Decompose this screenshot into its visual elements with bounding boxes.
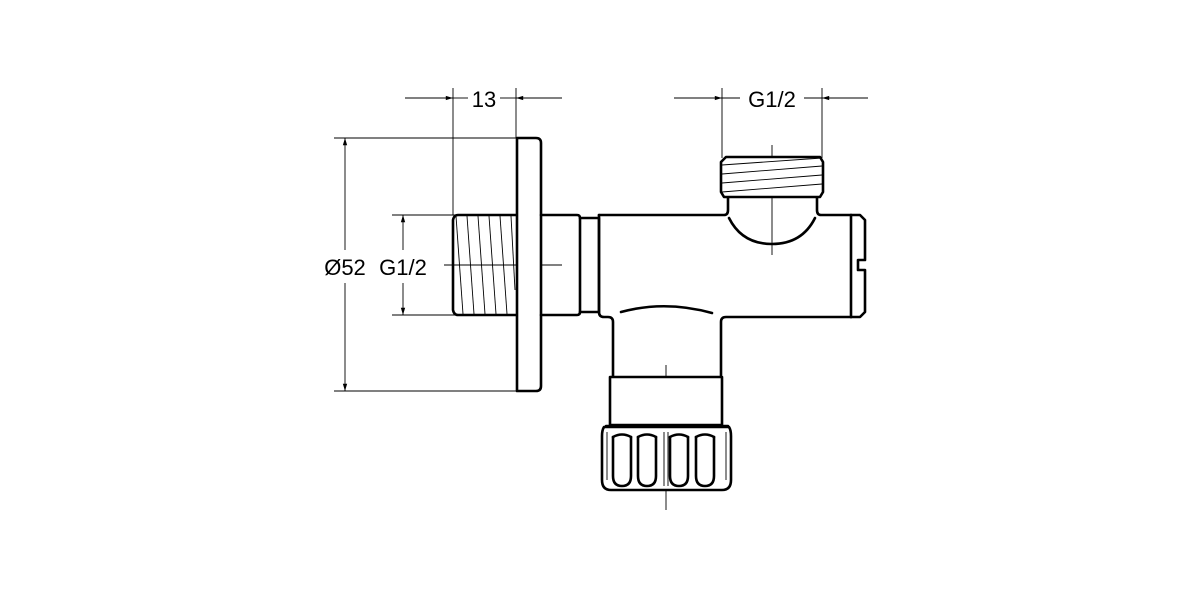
dim-label-inlet-g12: G1/2 — [379, 255, 427, 280]
dimension-13: 13 — [405, 87, 562, 215]
inlet-threaded-nipple — [451, 213, 519, 317]
side-end-cap — [849, 213, 867, 319]
dim-label-top-g12: G1/2 — [748, 87, 796, 112]
dim-label-13: 13 — [472, 87, 496, 112]
wall-flange — [515, 136, 543, 393]
knurled-handwheel — [600, 424, 733, 492]
top-threaded-outlet — [719, 155, 825, 199]
dim-label-diameter-52: Ø52 — [324, 255, 366, 280]
valve-body — [597, 195, 853, 382]
dimension-top-thread: G1/2 — [674, 87, 868, 158]
dimension-inlet-thread: G1/2 — [379, 214, 455, 316]
lower-stem — [608, 375, 724, 427]
dimension-flange-diameter: Ø52 — [324, 137, 516, 392]
